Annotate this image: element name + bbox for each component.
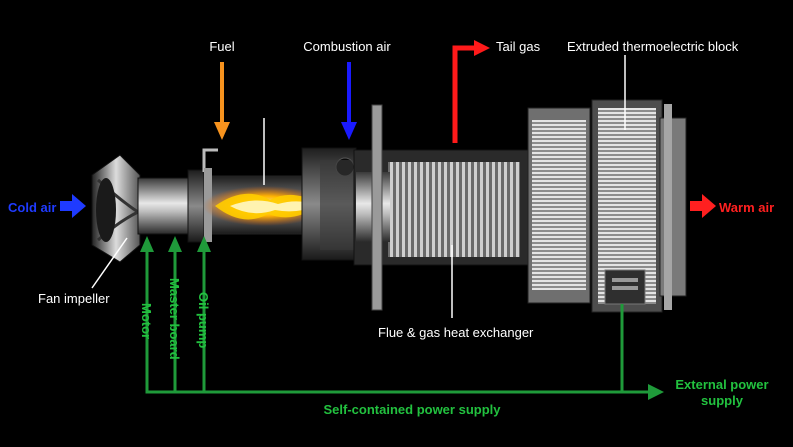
fuel-label: Fuel xyxy=(209,39,234,54)
cold-air-label: Cold air xyxy=(8,200,56,215)
motor-housing xyxy=(137,177,197,235)
motor-label: Motor xyxy=(139,303,154,339)
self-power-label: Self-contained power supply xyxy=(324,402,502,417)
warm-air-label: Warm air xyxy=(719,200,774,215)
oil-pump-label: Oil pump xyxy=(196,292,211,348)
combustion-air-label: Combustion air xyxy=(303,39,391,54)
external-power-label-line2: supply xyxy=(701,393,744,408)
external-power-label-line1: External power xyxy=(675,377,768,392)
master-board-label: Master board xyxy=(167,278,182,360)
cold-air-arrow xyxy=(60,194,86,218)
heat-exchanger-label: Flue & gas heat exchanger xyxy=(378,325,534,340)
thermoelectric-block-part xyxy=(527,99,687,313)
tail-gas-arrow xyxy=(452,40,490,143)
power-lines xyxy=(145,250,650,394)
warm-air-arrow xyxy=(690,194,716,218)
pointer-lines xyxy=(91,55,626,318)
combustion-air-arrow xyxy=(341,62,357,140)
fan-impeller-part xyxy=(91,154,141,263)
heater-assembly xyxy=(91,99,687,313)
power-arrowheads xyxy=(140,236,664,400)
tail-gas-label: Tail gas xyxy=(496,39,541,54)
fan-impeller-label: Fan impeller xyxy=(38,291,110,306)
fuel-arrow xyxy=(214,62,230,140)
fuel-inlet-tube xyxy=(202,148,218,172)
thermo-block-label: Extruded thermoelectric block xyxy=(567,39,739,54)
